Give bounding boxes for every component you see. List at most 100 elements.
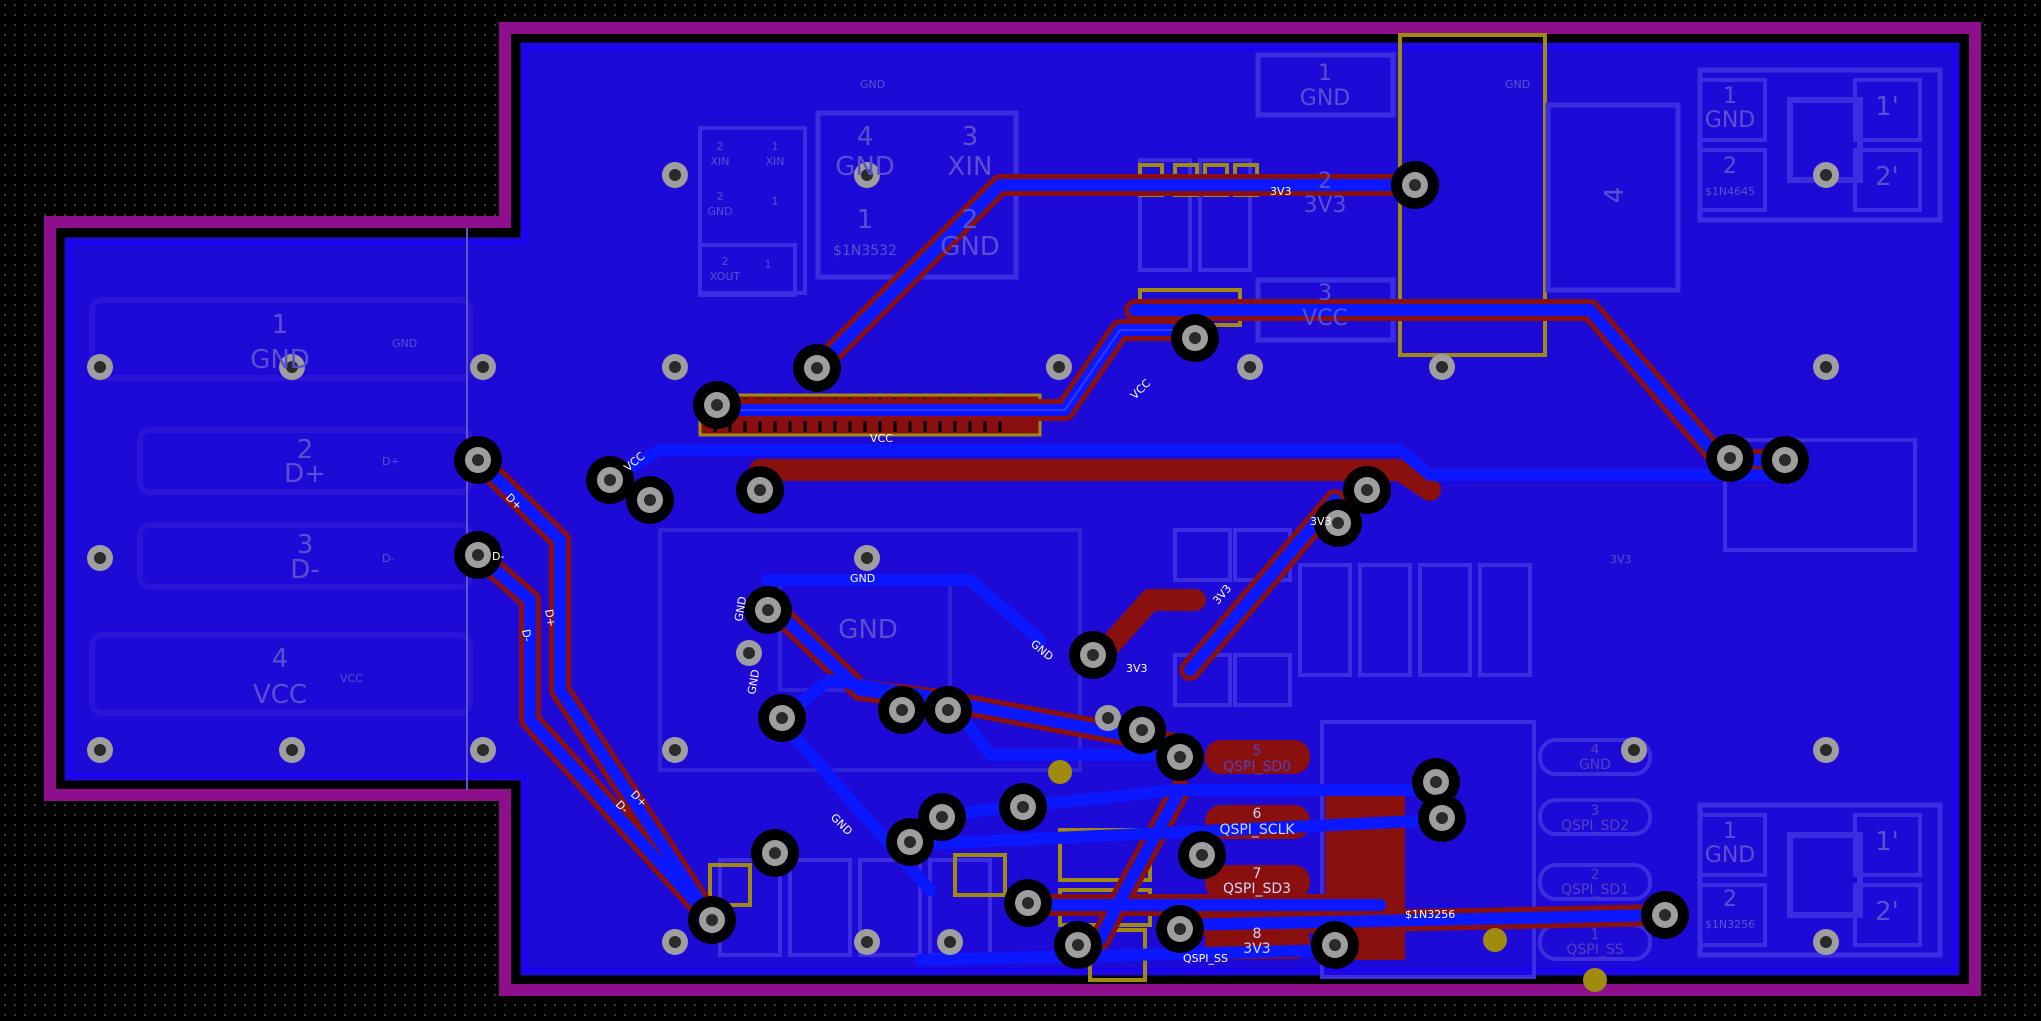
mounting-via[interactable]	[1813, 354, 1839, 380]
trace-via[interactable]	[744, 586, 792, 634]
usb-connector[interactable]	[89, 228, 473, 790]
trace-via[interactable]	[793, 344, 841, 392]
trace-via[interactable]	[751, 829, 799, 877]
btn-top-pad1-name: GND	[1705, 108, 1755, 133]
mounting-via[interactable]	[1046, 354, 1072, 380]
reg-pad3-num: 3	[1318, 281, 1332, 306]
crystal-labels: 4 GND 3 XIN 1 $1N3532 2 GND	[833, 122, 1000, 262]
mounting-via[interactable]	[279, 354, 305, 380]
trace-via[interactable]	[1178, 831, 1226, 879]
crystal-pad3-name: XIN	[948, 152, 993, 182]
fiducial-marker	[1048, 760, 1072, 784]
trace-via[interactable]	[1171, 314, 1219, 362]
flash-pad5-name: QSPI_SD0	[1223, 759, 1291, 775]
btn-top-pad2-num: 2	[1723, 154, 1737, 179]
trace-via[interactable]	[1054, 921, 1102, 969]
trace-via[interactable]	[454, 531, 502, 579]
trace-via[interactable]	[1156, 905, 1204, 953]
mounting-via[interactable]	[470, 354, 496, 380]
mounting-via[interactable]	[1813, 737, 1839, 763]
mounting-via[interactable]	[1813, 162, 1839, 188]
trace-via[interactable]	[1004, 879, 1052, 927]
usb-pad-gnd[interactable]	[89, 297, 473, 381]
net-label-3v3-4: 3V3	[1270, 185, 1292, 198]
mounting-via[interactable]	[1095, 705, 1121, 731]
btn-bot-pad2-num: 2	[1723, 887, 1737, 912]
trace-via[interactable]	[758, 694, 806, 742]
trace-via[interactable]	[1412, 758, 1460, 806]
trace-via[interactable]	[454, 436, 502, 484]
trace-via[interactable]	[693, 381, 741, 429]
pour-label-3v3: 3V3	[1610, 553, 1632, 566]
mounting-via[interactable]	[854, 929, 880, 955]
vias[interactable]	[87, 161, 1839, 992]
mounting-via[interactable]	[662, 929, 688, 955]
trace-via[interactable]	[1118, 706, 1166, 754]
trace-via[interactable]	[1641, 891, 1689, 939]
trace-via[interactable]	[1343, 466, 1391, 514]
mounting-via[interactable]	[279, 737, 305, 763]
button-bottom-footprint[interactable]	[1697, 802, 1943, 958]
mounting-via[interactable]	[854, 162, 880, 188]
net-label-3v3-1: 3V3	[1126, 662, 1148, 675]
trace-via[interactable]	[736, 466, 784, 514]
regulator-pad-1	[1255, 52, 1396, 118]
mounting-via[interactable]	[937, 929, 963, 955]
trace-via[interactable]	[1418, 794, 1466, 842]
trace-via[interactable]	[1311, 921, 1359, 969]
mounting-via[interactable]	[662, 354, 688, 380]
usb-pad-vcc[interactable]	[89, 632, 473, 716]
reg-pad2-name: 3V3	[1303, 193, 1346, 218]
flash-pad-2	[1538, 863, 1652, 901]
crystal-small-pad-labels: 2 XIN 1 XIN 2 GND 1 2 XOUT 1	[707, 140, 784, 283]
crystal-xout-pad	[698, 243, 797, 297]
flash-pad3-num: 3	[1591, 803, 1600, 819]
flash-pad1-num: 1	[1591, 927, 1600, 943]
mounting-via[interactable]	[662, 162, 688, 188]
net-label-gnd-2: GND	[732, 595, 749, 622]
trace-via[interactable]	[1069, 631, 1117, 679]
mounting-via[interactable]	[1621, 737, 1647, 763]
mounting-via[interactable]	[87, 737, 113, 763]
button-top-outline	[1697, 67, 1943, 223]
xtal-sp2: 1	[772, 140, 779, 153]
mounting-via[interactable]	[736, 640, 762, 666]
trace-via[interactable]	[924, 686, 972, 734]
mounting-via[interactable]	[1813, 929, 1839, 955]
trace-via[interactable]	[1391, 161, 1439, 209]
trace-via[interactable]	[586, 456, 634, 504]
button-bottom-labels: 1 GND 2 $1N3256 1' 2'	[1705, 819, 1899, 931]
flash-pad-5	[1205, 740, 1310, 774]
crystal-pad2-name: GND	[940, 232, 1000, 262]
btn-bot-pad2p-num: 2'	[1875, 897, 1899, 927]
trace-via[interactable]	[626, 476, 674, 524]
mounting-via[interactable]	[662, 737, 688, 763]
trace-via[interactable]	[1706, 434, 1754, 482]
trace-via[interactable]	[1156, 733, 1204, 781]
trace-via[interactable]	[688, 896, 736, 944]
trace-via[interactable]	[878, 686, 926, 734]
btn-top-pad1p-num: 1'	[1875, 92, 1899, 122]
mounting-via[interactable]	[1429, 354, 1455, 380]
net-label-1n3256: $1N3256	[1405, 908, 1455, 921]
flash-pad3-name: QSPI_SD2	[1561, 818, 1629, 834]
net-label-gnd-1: GND	[850, 572, 875, 585]
regulator-labels: 1 GND 2 3V3 3 VCC 4	[1300, 61, 1630, 331]
button-top-footprint[interactable]	[1697, 67, 1943, 223]
pour-label-gnd-3: GND	[1505, 78, 1530, 91]
mounting-via[interactable]	[1237, 354, 1263, 380]
button-bottom-pad-1p	[1853, 813, 1922, 877]
usb-pad4-name: VCC	[253, 680, 307, 710]
mounting-via[interactable]	[87, 354, 113, 380]
mounting-via[interactable]	[470, 737, 496, 763]
mounting-via[interactable]	[854, 545, 880, 571]
crystal-pad2-num: 2	[962, 205, 979, 235]
trace-via[interactable]	[1761, 436, 1809, 484]
trace-via[interactable]	[886, 818, 934, 866]
xtal-sp5: GND	[707, 205, 732, 218]
trace-via[interactable]	[999, 783, 1047, 831]
trace-via[interactable]	[1314, 499, 1362, 547]
mounting-via[interactable]	[87, 545, 113, 571]
